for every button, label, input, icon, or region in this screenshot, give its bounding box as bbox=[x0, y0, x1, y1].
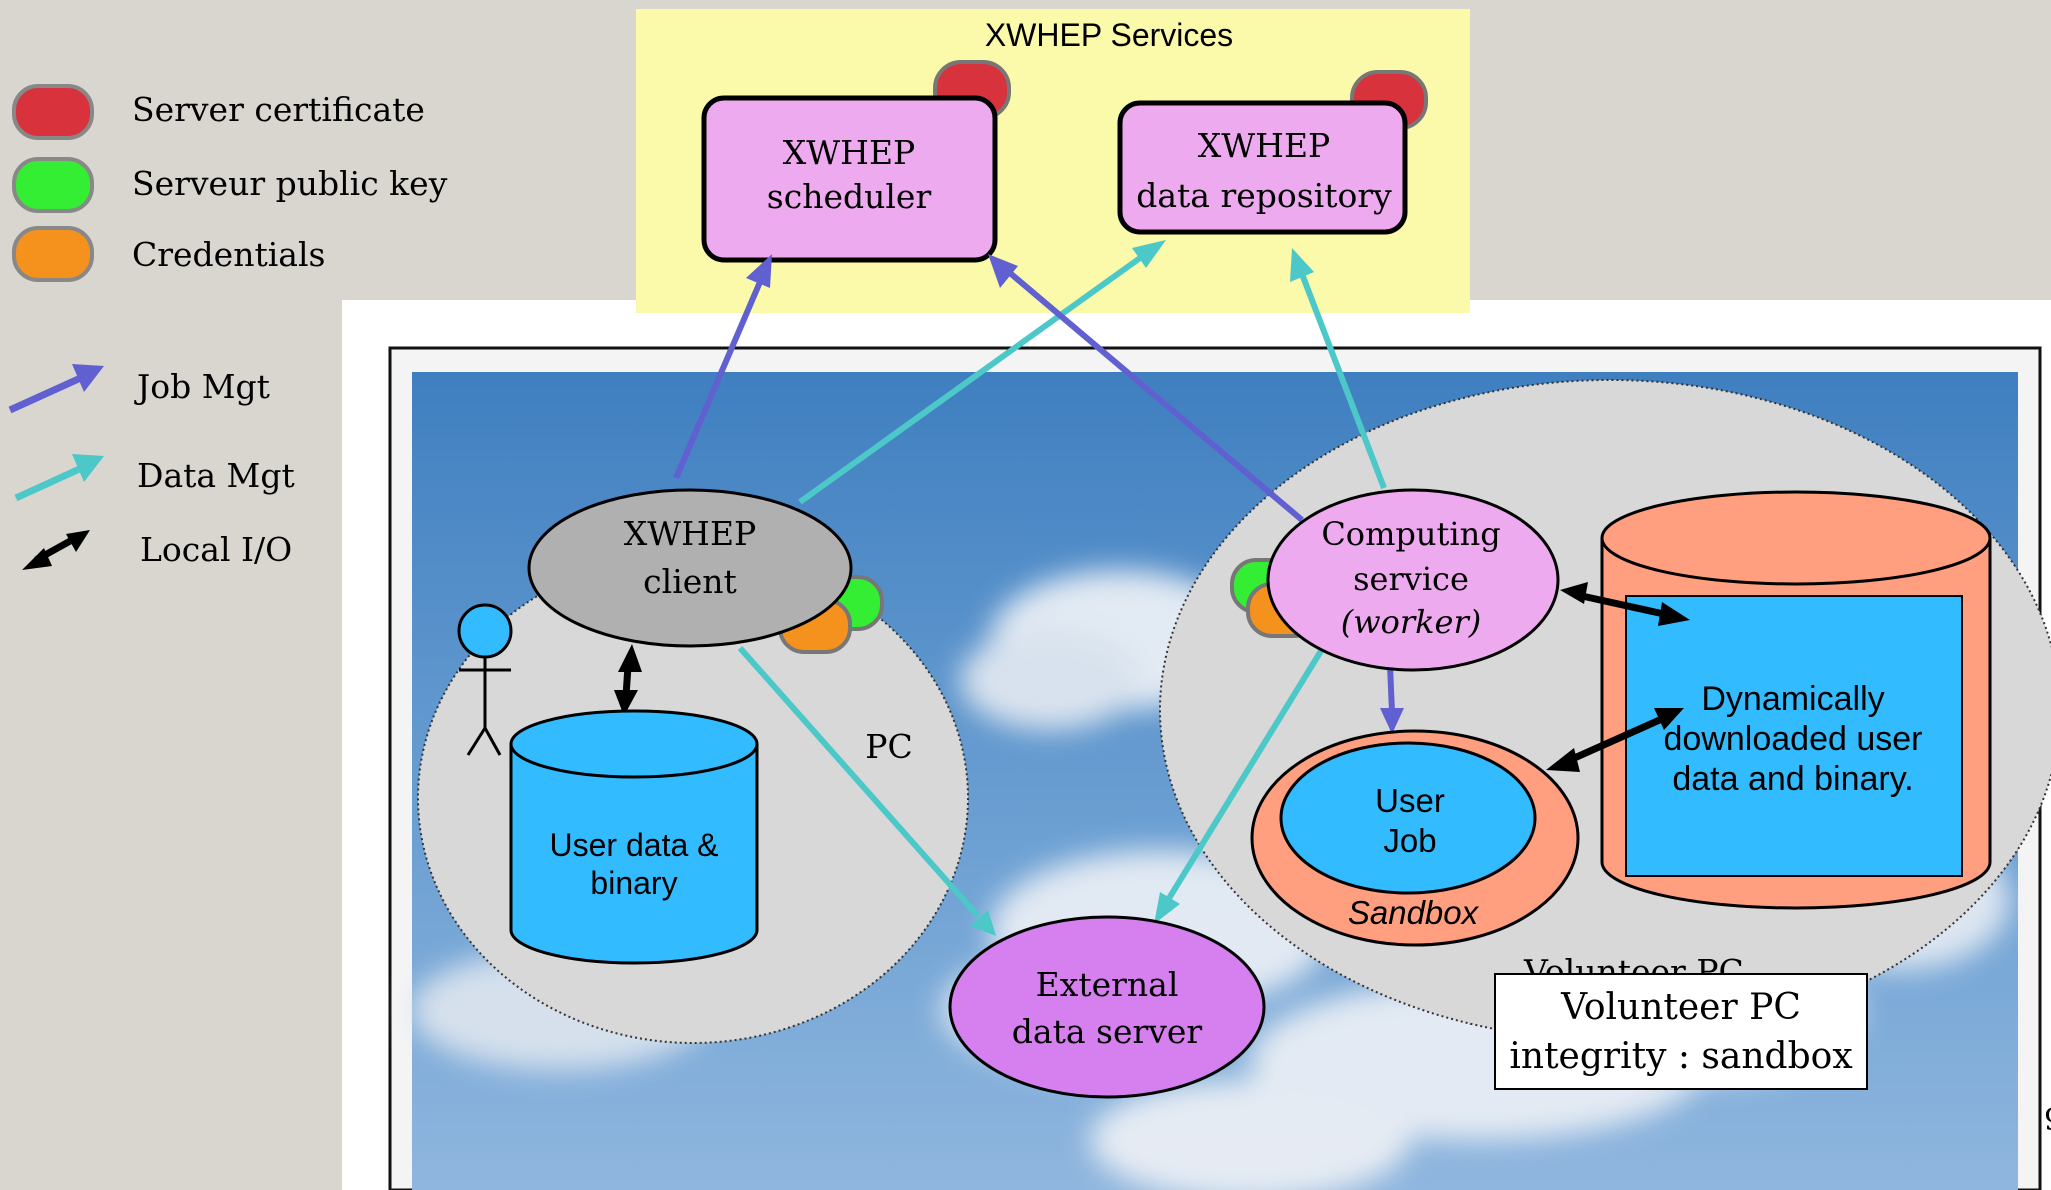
legend-data-mgt: Data Mgt bbox=[137, 456, 295, 495]
repository-label-1: XWHEP bbox=[1198, 126, 1330, 165]
services-title: XWHEP Services bbox=[985, 17, 1233, 53]
certificate-swatch bbox=[12, 84, 94, 140]
user-stick-figure bbox=[457, 603, 513, 756]
legend-credentials: Credentials bbox=[132, 235, 325, 274]
legend-server-public-key: Serveur public key bbox=[132, 164, 448, 203]
public-key-swatch bbox=[12, 157, 94, 213]
client-to-scheduler-arrow bbox=[673, 254, 772, 480]
sandbox-label: Sandbox bbox=[1348, 894, 1480, 931]
external-server-label-1: External bbox=[1036, 965, 1179, 1004]
page-number: 9 bbox=[2044, 1103, 2051, 1138]
client-to-external-server-arrow bbox=[737, 646, 996, 936]
user-job-label-2: Job bbox=[1383, 822, 1436, 859]
job-to-download-arrow bbox=[1546, 708, 1684, 772]
scheduler-box[interactable] bbox=[701, 95, 998, 263]
callout-line-1: Volunteer PC bbox=[1560, 987, 1801, 1028]
external-server-label-2: data server bbox=[1012, 1012, 1203, 1051]
scheduler-label-1: XWHEP bbox=[783, 133, 915, 172]
user-data-cylinder[interactable] bbox=[509, 709, 759, 965]
worker-to-job-arrow bbox=[1380, 664, 1404, 734]
download-box bbox=[1625, 595, 1963, 877]
user-data-label-1: User data & bbox=[550, 827, 719, 863]
computing-service-label-3: (worker) bbox=[1341, 603, 1482, 641]
local-io-legend-arrow bbox=[22, 530, 90, 570]
legend-server-certificate: Server certificate bbox=[132, 90, 425, 129]
user-job-node[interactable] bbox=[1279, 741, 1537, 895]
client-label-1: XWHEP bbox=[624, 514, 756, 553]
data-mgt-legend-arrow bbox=[14, 454, 104, 502]
client-local-io-arrow bbox=[614, 644, 642, 716]
job-mgt-legend-arrow bbox=[8, 364, 104, 414]
pc-label: PC bbox=[865, 727, 912, 766]
client-node[interactable] bbox=[527, 488, 853, 648]
legend-job-mgt: Job Mgt bbox=[134, 367, 270, 406]
user-data-label-2: binary bbox=[590, 865, 677, 901]
integrity-callout bbox=[1494, 973, 1868, 1090]
worker-to-scheduler-arrow bbox=[988, 254, 1304, 523]
client-label-2: client bbox=[643, 562, 737, 601]
client-to-repository-arrow bbox=[798, 240, 1166, 505]
legend-local-io: Local I/O bbox=[140, 530, 292, 569]
credentials-swatch bbox=[12, 226, 94, 282]
computing-service-label-1: Computing bbox=[1321, 515, 1500, 553]
callout-line-2: integrity : sandbox bbox=[1509, 1036, 1852, 1077]
computing-service-node[interactable] bbox=[1266, 488, 1560, 672]
repository-label-2: data repository bbox=[1136, 176, 1392, 215]
repository-box[interactable] bbox=[1117, 100, 1408, 235]
worker-to-external-server-arrow bbox=[1154, 644, 1327, 924]
user-job-label-1: User bbox=[1375, 782, 1445, 819]
download-label-1: Dynamically bbox=[1701, 680, 1884, 718]
download-label-2: downloaded user bbox=[1664, 720, 1923, 758]
worker-to-repository-arrow bbox=[1290, 248, 1387, 490]
worker-to-download-arrow bbox=[1560, 582, 1690, 626]
computing-service-label-2: service bbox=[1353, 560, 1469, 598]
scheduler-label-2: scheduler bbox=[767, 177, 932, 216]
download-label-3: data and binary. bbox=[1672, 760, 1913, 798]
external-data-server[interactable] bbox=[948, 915, 1266, 1099]
